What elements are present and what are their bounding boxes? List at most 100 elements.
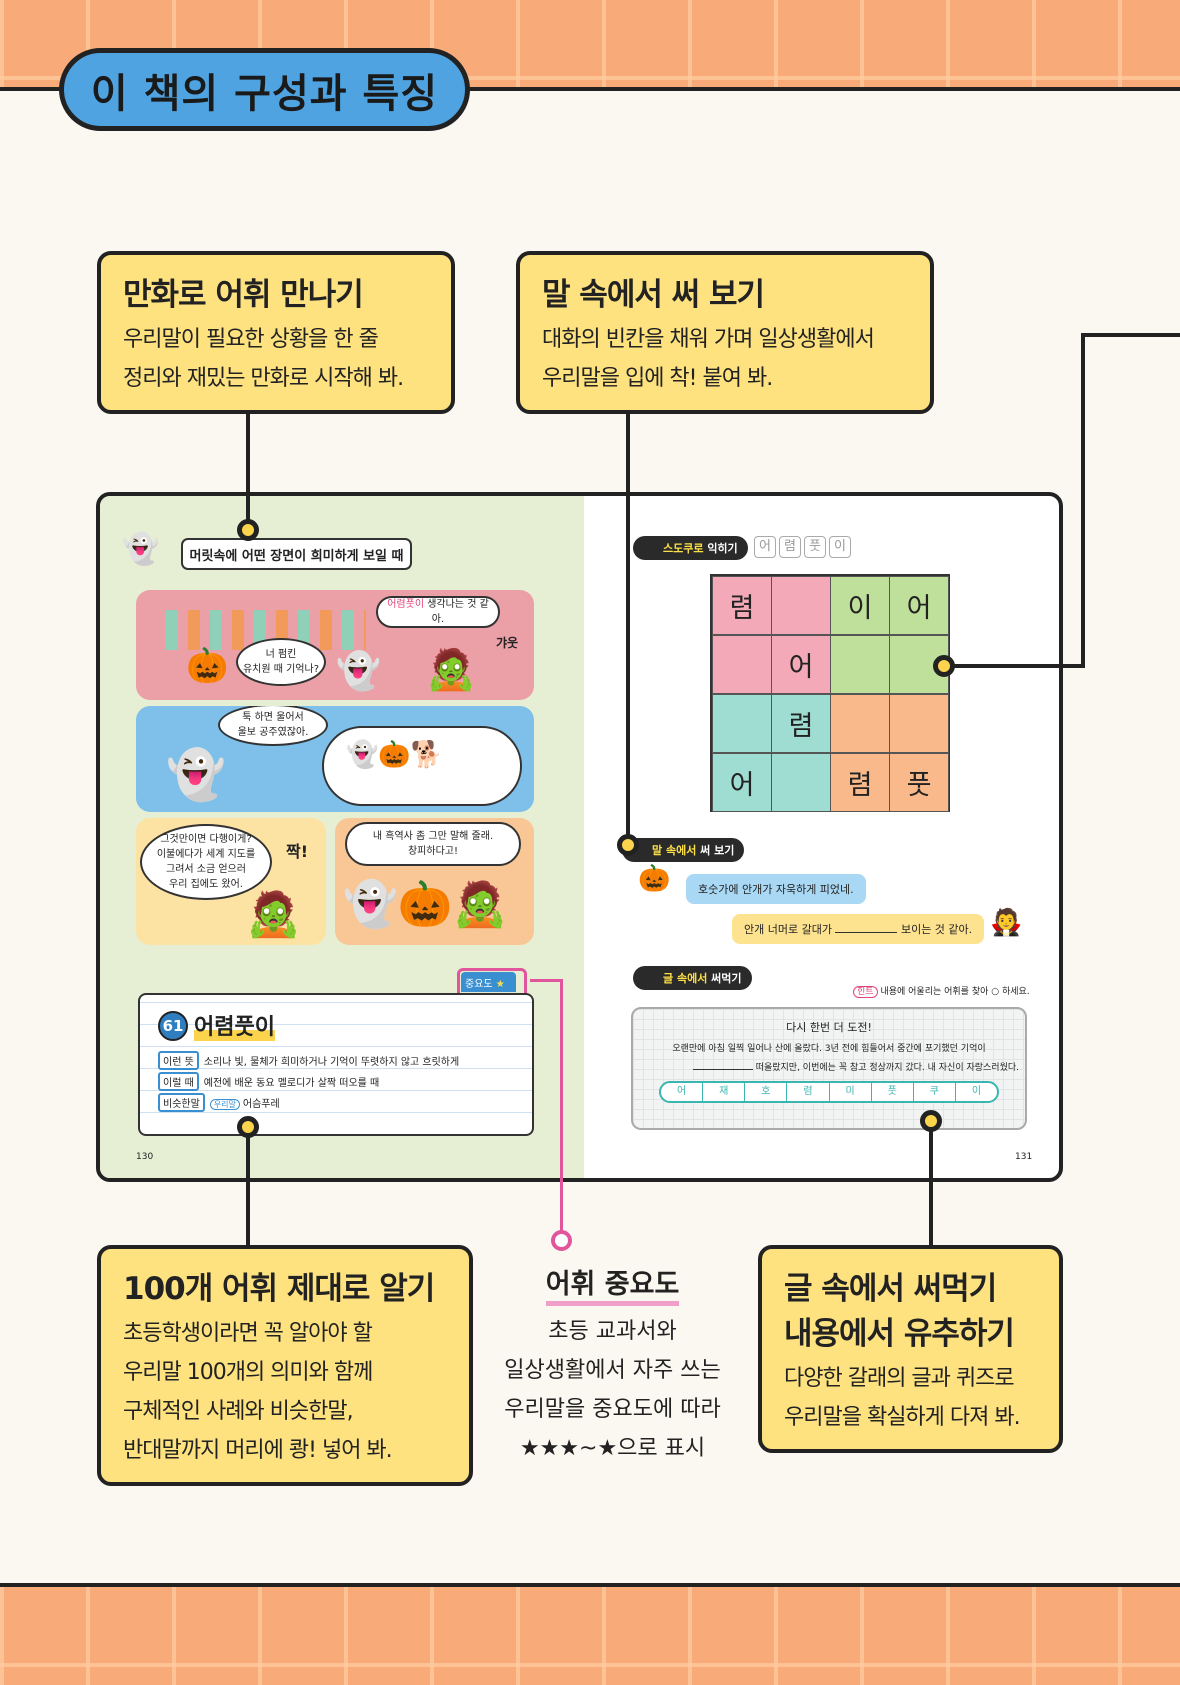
- importance-tab: 중요도 ★: [461, 972, 516, 992]
- sudoku-cell: 풋: [889, 753, 949, 812]
- letter-option[interactable]: 풋: [870, 1083, 913, 1101]
- frankenstein-icon: 🧟: [246, 889, 301, 940]
- letter-option[interactable]: 재: [702, 1083, 744, 1101]
- sudoku-cell: [889, 694, 949, 753]
- letter-chip: 렴: [779, 536, 801, 558]
- connector-dot: [933, 655, 955, 677]
- feature-line: 우리말을 확실하게 다져 봐.: [784, 1405, 1021, 1430]
- feature-line: 반대말까지 머리에 쾅! 넣어 봐.: [123, 1438, 393, 1463]
- write-label: 글 속에서 써먹기: [633, 966, 752, 990]
- connector-dot: [237, 519, 259, 541]
- feature-heading: 말 속에서 써 보기: [542, 277, 765, 313]
- sudoku-cell: 렴: [830, 753, 890, 812]
- letter-option[interactable]: 쿠: [912, 1083, 955, 1101]
- feature-heading: 글 속에서 써먹기: [784, 1271, 997, 1307]
- importance-note: 어휘 중요도 초등 교과서와 일상생활에서 자주 쓰는 우리말을 중요도에 따라…: [494, 1262, 731, 1468]
- sudoku-cell: [771, 576, 831, 635]
- sudoku-cell: [771, 753, 831, 812]
- letter-option[interactable]: 미: [828, 1083, 871, 1101]
- pumpkin-icon: 🎃: [638, 864, 671, 894]
- letter-option[interactable]: 렴: [786, 1083, 828, 1101]
- sudoku-label: 스도쿠로 익히기: [633, 536, 748, 560]
- letter-chip: 이: [829, 536, 851, 558]
- sudoku-cell: [830, 635, 890, 694]
- frankenstein-icon: 🧟: [426, 647, 476, 693]
- ghost-icon: 👻: [122, 532, 160, 567]
- letter-chip: 풋: [804, 536, 826, 558]
- sudoku-cell: [712, 635, 772, 694]
- exercise-title: 다시 한번 더 도전!: [786, 1021, 872, 1034]
- ghost-icon: 👻: [166, 747, 226, 803]
- sound-effect: 짝!: [286, 842, 309, 861]
- connector-line: [944, 664, 1084, 668]
- characters-icon: 👻🎃🧟: [343, 879, 508, 930]
- feature-heading: 100개 어휘 제대로 알기: [123, 1271, 435, 1307]
- feature-vocab: 100개 어휘 제대로 알기 초등학생이라면 꼭 알아야 할 우리말 100개의…: [97, 1245, 473, 1486]
- feature-line: 우리말을 입에 착! 붙여 봐.: [542, 366, 773, 391]
- feature-line: 초등학생이라면 꼭 알아야 할: [123, 1321, 373, 1346]
- sudoku-cell: 렴: [771, 694, 831, 753]
- hint: 힌트 내용에 어울리는 어휘를 찾아 ○ 하세요.: [853, 984, 1030, 998]
- feature-line: 구체적인 사례와 비슷한말,: [123, 1399, 354, 1424]
- feature-line: 다양한 갈래의 글과 퀴즈로: [784, 1366, 1015, 1391]
- memory-icon: 👻🎃🐕: [346, 740, 444, 770]
- connector-line: [929, 1120, 933, 1245]
- comic-panel-4: 내 흑역사 좀 그만 말해 줄래.창피하다고! 👻🎃🧟: [335, 818, 534, 945]
- sudoku-cell: 렴: [712, 576, 772, 635]
- feature-line: 대화의 빈칸을 채워 가며 일상생활에서: [542, 327, 875, 352]
- exercise-box: 다시 한번 더 도전! 오랜만에 아침 일찍 일어나 산에 올랐다. 3년 전에…: [631, 1007, 1027, 1130]
- connector-line: [246, 1125, 250, 1245]
- sound-effect: 갸웃: [496, 636, 519, 650]
- sudoku-cell: [712, 694, 772, 753]
- speak-label: 말 속에서 써 보기: [622, 838, 745, 862]
- feature-speaking: 말 속에서 써 보기 대화의 빈칸을 채워 가며 일상생활에서 우리말을 입에 …: [516, 251, 934, 414]
- sudoku-cell: [830, 694, 890, 753]
- speech-bubble-2: 안개 너머로 갈대가 보이는 것 같아.: [732, 914, 985, 944]
- letter-chip: 어: [754, 536, 776, 558]
- ghost-icon: 👻: [336, 651, 381, 692]
- connector-dot: [617, 834, 639, 856]
- speech-bubble-1: 호숫가에 안개가 자욱하게 피었네.: [686, 874, 866, 904]
- feature-comic: 만화로 어휘 만나기 우리말이 필요한 상황을 한 줄 정리와 재밌는 만화로 …: [97, 251, 455, 414]
- letter-option[interactable]: 어: [676, 1086, 687, 1097]
- letter-option[interactable]: 이: [954, 1083, 997, 1101]
- feature-line: 우리말 100개의 의미와 함께: [123, 1360, 373, 1385]
- pumpkin-icon: 🎃: [186, 646, 229, 686]
- page-title: 이 책의 구성과 특징: [59, 48, 470, 131]
- page-number: 130: [136, 1152, 154, 1162]
- importance-stars-line: ★★★~★으로 표시: [519, 1436, 706, 1461]
- page-number: 131: [1015, 1152, 1033, 1162]
- importance-line: 일상생활에서 자주 쓰는: [504, 1358, 721, 1383]
- bottom-band: [0, 1583, 1180, 1685]
- speech-bubble: 어렴풋이 생각나는 것 같아.: [376, 596, 500, 628]
- importance-connector: [560, 979, 563, 1231]
- importance-connector: [530, 979, 563, 982]
- sudoku-cell: 어: [771, 635, 831, 694]
- feature-line: 우리말이 필요한 상황을 한 줄: [123, 327, 379, 352]
- connector-line: [626, 414, 630, 844]
- sudoku-letters: 어 렴 풋 이: [754, 536, 851, 558]
- speech-bubble: 내 흑역사 좀 그만 말해 줄래.창피하다고!: [345, 822, 521, 866]
- word-title: 어렴풋이: [194, 1009, 275, 1041]
- feature-heading: 만화로 어휘 만나기: [123, 277, 364, 313]
- importance-ring: [551, 1230, 572, 1251]
- connector-dot: [237, 1116, 259, 1138]
- connector-line: [246, 414, 250, 532]
- situation-bubble: 머릿속에 어떤 장면이 희미하게 보일 때: [181, 538, 412, 570]
- letter-option[interactable]: 호: [744, 1083, 786, 1101]
- exercise-text: 떠올랐지만, 이번에는 꼭 참고 정상까지 갔다. 내 자신이 자랑스러웠다.: [633, 1060, 1019, 1073]
- vampire-icon: 🧛: [990, 908, 1023, 938]
- sudoku-cell: 어: [889, 576, 949, 635]
- feature-writing: 글 속에서 써먹기 내용에서 유추하기 다양한 갈래의 글과 퀴즈로 우리말을 …: [758, 1245, 1063, 1453]
